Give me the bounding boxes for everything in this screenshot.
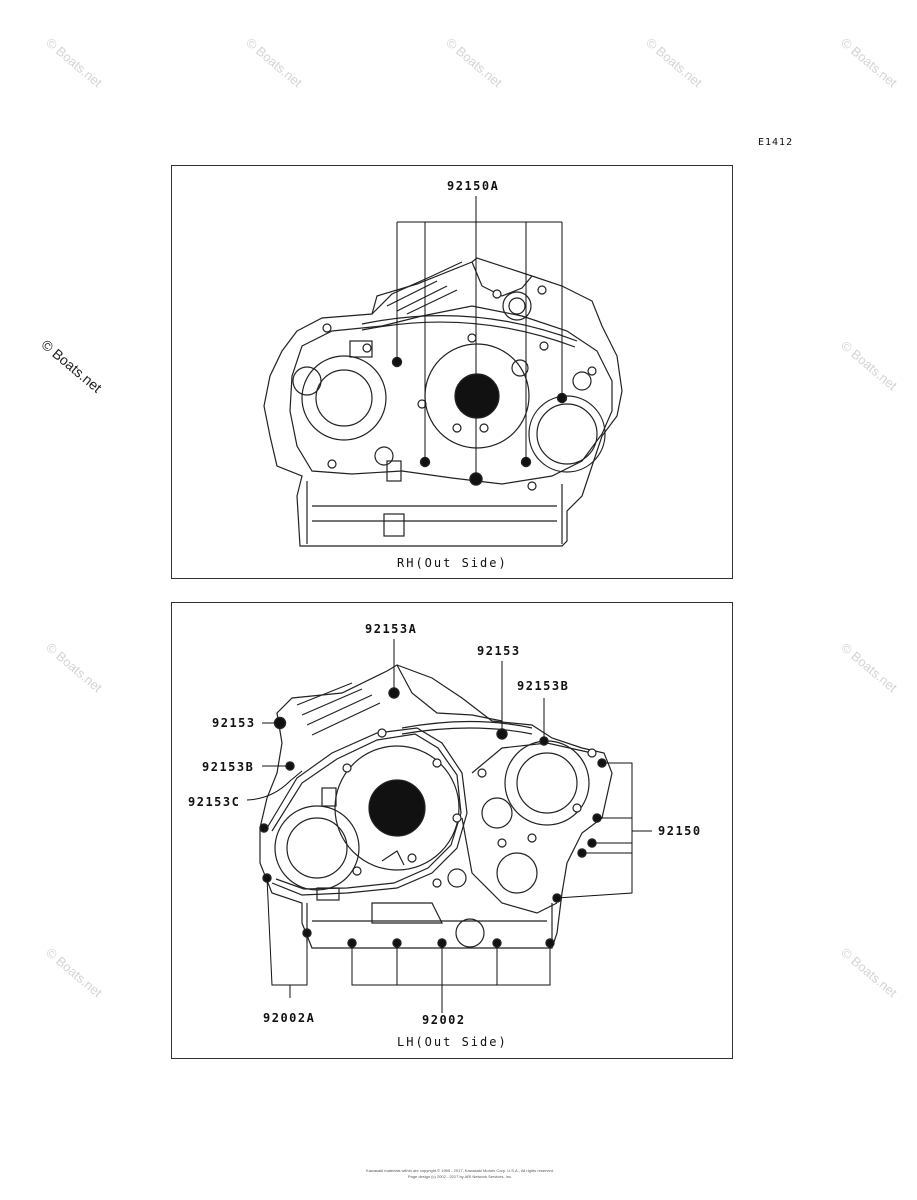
rh-crankcase-drawing (263, 196, 623, 547)
watermark: © Boats.net (838, 639, 900, 696)
part-label-92153-left: 92153 (212, 716, 256, 730)
watermark: © Boats.net (38, 336, 105, 396)
lh-outside-panel: 92153A 92153 92153B 92153 92153B 92153C … (171, 602, 733, 1059)
part-label-92153c: 92153C (188, 795, 241, 809)
watermark: © Boats.net (243, 34, 305, 91)
part-label-92153a: 92153A (365, 622, 418, 636)
diagram-code: E1412 (758, 137, 794, 148)
part-label-92002a: 92002A (263, 1011, 316, 1025)
copyright-footer: Kawasaki materials within are copyright … (340, 1168, 580, 1180)
watermark: © Boats.net (838, 337, 900, 394)
watermark: © Boats.net (838, 34, 900, 91)
copyright-line-1: Kawasaki materials within are copyright … (366, 1168, 554, 1173)
part-label-92153-top: 92153 (477, 644, 521, 658)
part-label-92153b-top: 92153B (517, 679, 570, 693)
part-label-92150a: 92150A (447, 179, 500, 193)
lh-crankcase-drawing (246, 639, 652, 1013)
watermark: © Boats.net (43, 34, 105, 91)
rh-caption: RH(Out Side) (397, 556, 508, 570)
part-label-92002: 92002 (422, 1013, 466, 1027)
watermark: © Boats.net (43, 944, 105, 1001)
copyright-line-2: Page design (c) 2002 - 2017 by ARI Netwo… (407, 1174, 513, 1179)
watermark: © Boats.net (838, 944, 900, 1001)
part-label-92153b-left: 92153B (202, 760, 255, 774)
rh-outside-panel: 92150A RH(Out Side) (171, 165, 733, 579)
watermark: © Boats.net (43, 639, 105, 696)
part-label-92150: 92150 (658, 824, 702, 838)
lh-caption: LH(Out Side) (397, 1035, 508, 1049)
watermark: © Boats.net (643, 34, 705, 91)
watermark: © Boats.net (443, 34, 505, 91)
